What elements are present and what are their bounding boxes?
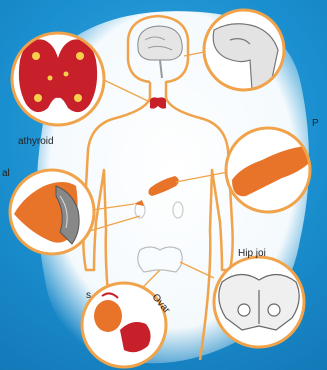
pancreas-callout bbox=[226, 128, 312, 212]
label-pancreas: P bbox=[312, 118, 319, 129]
label-parathyroid: athyroid bbox=[18, 136, 54, 147]
label-left-edge: s bbox=[86, 290, 91, 301]
label-hip-joint: Hip joi bbox=[238, 248, 266, 259]
testis-icon bbox=[94, 300, 122, 332]
shoulder-callout bbox=[204, 10, 284, 90]
thyroid-callout bbox=[12, 33, 104, 125]
label-adrenal: al bbox=[2, 168, 10, 179]
adrenal-callout bbox=[10, 170, 94, 254]
hip-callout bbox=[214, 257, 304, 347]
